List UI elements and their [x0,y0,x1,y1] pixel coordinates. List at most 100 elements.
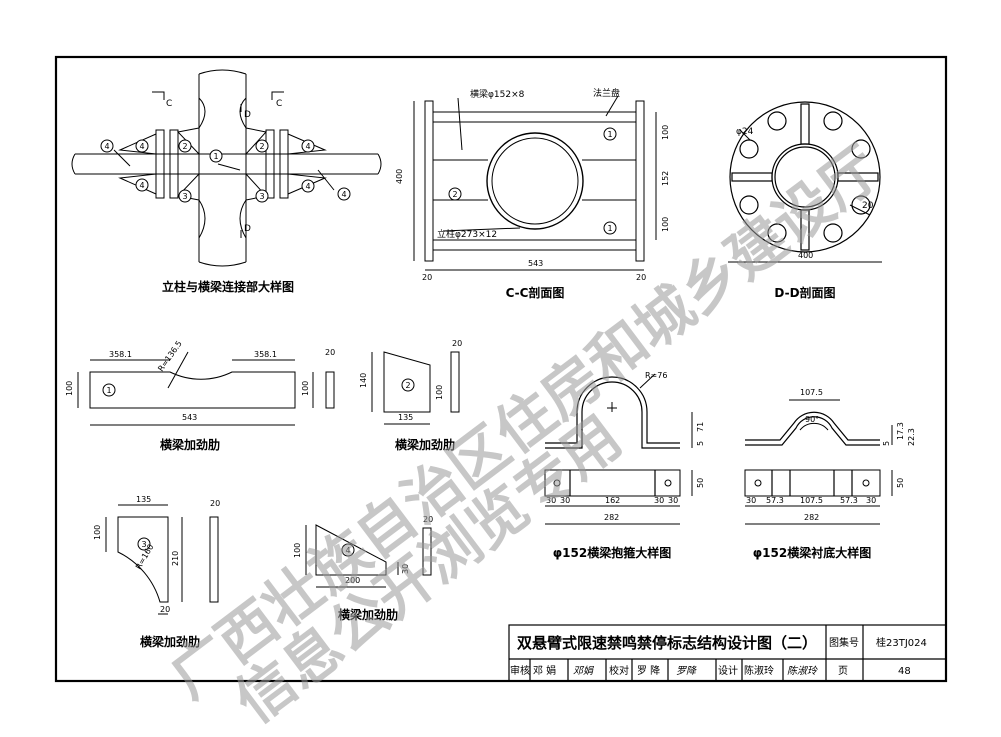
liner-drawing [744,399,893,525]
dim-hoop-w: 50 [696,478,705,488]
rib2-drawing [371,351,460,425]
section-d-bottom: D [244,224,251,234]
callout-1: 1 [106,386,111,395]
dim-hoop-h2: 5 [696,441,705,446]
dim-liner-seg: 57.3 [840,496,858,505]
dim-rib1-height-r: 100 [301,381,310,396]
dim-rib3-total: 210 [171,551,180,566]
view-title-rib2: 横梁加劲肋 [395,437,455,452]
view-title-cc: C-C剖面图 [506,285,565,300]
dim-rib3-thick: 20 [210,499,220,508]
rib3-drawing [105,504,219,615]
dim-liner-h1: 5 [882,441,891,446]
dim-liner-seg: 57.3 [766,496,784,505]
callout-1: 1 [607,130,612,139]
column-label: 立柱φ273×12 [437,228,497,240]
flange-label: 法兰盘 [593,87,620,99]
dim-rib2-thick: 20 [452,339,462,348]
view-title-joint: 立柱与横梁连接部大样图 [162,279,294,294]
dim-hoop-h1: 71 [696,422,705,432]
dim-hoop-seg: 30 [668,496,678,505]
dim-liner-h2: 17.3 [896,422,905,440]
callout-3: 3 [182,192,187,201]
section-c-right: C [276,99,282,109]
view-title-rib3: 横梁加劲肋 [140,634,200,649]
dim-cc-mid: 152 [661,171,670,186]
title-block [508,624,947,682]
dim-rib3-bottom: 20 [160,605,170,614]
designer-name: 陈淑玲 [744,664,774,677]
design-label: 设计 [718,664,738,677]
joint-detail [71,69,382,267]
checker-name: 罗 降 [637,664,660,677]
callout-4: 4 [341,190,346,199]
dim-cc-right: 20 [636,273,646,282]
dim-liner-total: 282 [804,513,819,522]
dim-cc-top: 100 [661,125,670,140]
hoop-drawing [544,373,693,525]
view-title-rib1: 横梁加劲肋 [160,437,220,452]
section-cc [413,95,657,271]
dim-hoop-seg: 30 [654,496,664,505]
dim-rib1-length: 543 [182,413,197,422]
view-title-hoop: φ152横梁抱箍大样图 [553,545,671,560]
hole-label: φ24 [736,127,754,137]
callout-4: 4 [305,142,310,151]
callout-4: 4 [305,182,310,191]
dim-liner-angle: 90° [805,415,819,424]
check-label: 校对 [609,664,629,677]
dim-dd-slot: 20 [862,201,874,211]
dim-rib2-width: 135 [398,413,413,422]
dim-rib4-height: 100 [293,543,302,558]
callout-2: 2 [452,190,457,199]
callout-1: 1 [607,224,612,233]
dim-liner-seg: 30 [866,496,876,505]
dim-rib2-h2: 100 [435,385,444,400]
dim-rib1-height: 100 [65,381,74,396]
dim-rib4-width: 200 [345,576,360,585]
checker-signature: 罗降 [676,665,697,677]
callout-2: 2 [182,142,187,151]
view-title-dd: D-D剖面图 [774,285,835,300]
callout-4: 4 [104,142,109,151]
dim-rib1-thick: 20 [325,348,335,357]
dim-hoop-radius: R=76 [645,371,667,380]
joint-callouts [100,139,351,203]
dim-hoop-total: 282 [604,513,619,522]
dim-rib4-small: 30 [401,564,410,574]
callout-4: 4 [345,546,350,555]
dim-hoop-seg: 162 [605,496,620,505]
dim-cc-width: 543 [528,259,543,268]
dim-cc-left: 20 [422,273,432,282]
review-label: 审核 [510,664,530,677]
callout-4: 4 [139,142,144,151]
dim-liner-top: 107.5 [800,388,823,397]
drawing-title: 双悬臂式限速禁鸣禁停标志结构设计图（二） [517,634,817,652]
dim-hoop-seg: 30 [560,496,570,505]
page-label: 页 [838,665,848,677]
view-title-rib4: 横梁加劲肋 [338,607,398,622]
callout-3: 3 [141,540,146,549]
reviewer-signature: 邓娟 [573,665,594,677]
dim-liner-seg: 30 [746,496,756,505]
atlas-number: 桂23TJ024 [876,636,927,649]
callout-3: 3 [259,192,264,201]
dim-rib4-thick: 20 [423,515,433,524]
callout-1: 1 [213,152,218,161]
section-d-top: D [244,110,251,120]
callout-2: 2 [259,142,264,151]
dim-liner-w: 50 [896,478,905,488]
dim-dd-width: 400 [798,251,813,260]
page-number: 48 [898,666,911,677]
dim-rib1-right: 358.1 [254,350,277,359]
dim-liner-seg: 107.5 [800,496,823,505]
section-c-left: C [166,99,172,109]
dim-rib1-left: 358.1 [109,350,132,359]
beam-label: 横梁φ152×8 [470,88,525,100]
dim-rib3-width: 135 [136,495,151,504]
atlas-label: 图集号 [829,636,859,649]
rib1-drawing [77,351,335,426]
designer-signature: 陈淑玲 [787,665,818,677]
callout-4: 4 [139,181,144,190]
